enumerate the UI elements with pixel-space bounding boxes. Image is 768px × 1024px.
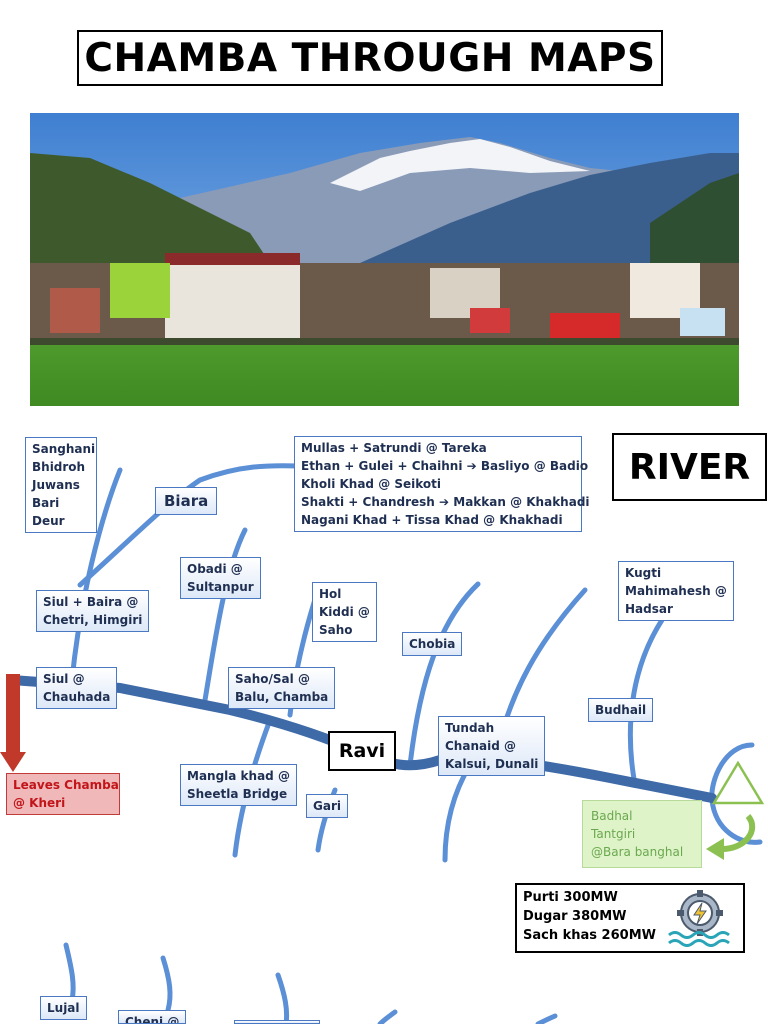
label-exit-kheri: Leaves Chamba @ Kheri [6, 773, 120, 815]
label-mangla: Mangla khad @ Sheetla Bridge [180, 764, 297, 806]
tributary-obadi [202, 527, 248, 703]
label-budhail: Budhail [588, 698, 654, 722]
triangle-peak-icon [711, 760, 765, 805]
curved-arrow-icon [706, 814, 756, 860]
label-gari: Gari [306, 794, 348, 818]
tributary-chobia [407, 581, 481, 768]
hydropower-gear-icon [668, 890, 730, 947]
hydro-project-sach-khas: Sach khas 260MW [523, 928, 656, 943]
label-tundah: Tundah Chanaid @ Kalsui, Dunali [438, 716, 546, 776]
tributary-lower-b [377, 1009, 398, 1024]
label-cheni: Cheni @ [118, 1010, 187, 1024]
hydro-project-dugar: Dugar 380MW [523, 909, 627, 924]
label-obadi: Obadi @ Sultanpur [180, 557, 261, 599]
label-siul: Siul @ Chauhada [36, 667, 118, 709]
tributary-tundah [442, 762, 473, 863]
label-sanghani-group: Sanghani Bhidroh Juwans Bari Deur [25, 437, 97, 533]
label-biara: Biara [155, 487, 218, 515]
tributary-biara [77, 463, 303, 588]
tributary-lower-a [275, 972, 290, 1024]
label-siul-baira: Siul + Baira @ Chetri, Himgiri [36, 590, 150, 632]
tributary-sanghani [69, 467, 123, 683]
tributary-lower-c [535, 1013, 558, 1024]
down-arrow-icon [0, 674, 26, 772]
label-saho: Saho/Sal @ Balu, Chamba [228, 667, 336, 709]
label-biara-tributaries: Mullas + Satrundi @ Tareka Ethan + Gulei… [294, 436, 590, 532]
label-partial-lower [234, 1020, 320, 1024]
label-ravi-river: Ravi [328, 731, 396, 771]
label-hol: Hol Kiddi @ Saho [312, 582, 377, 642]
page-title: CHAMBA THROUGH MAPS [77, 30, 663, 86]
label-badhal-source: Badhal Tantgiri @Bara banghal [582, 800, 702, 868]
hydro-projects-box: Purti 300MW Dugar 380MW Sach khas 260MW [515, 883, 745, 953]
label-chobia: Chobia [402, 632, 463, 656]
hydro-project-purti: Purti 300MW [523, 890, 618, 905]
label-lujal: Lujal [40, 996, 87, 1020]
river-heading: RIVER [612, 433, 767, 501]
chamba-landscape-photo [30, 113, 739, 406]
tributary-cheni [160, 955, 173, 1013]
label-kugti: Kugti Mahimahesh @ Hadsar [618, 561, 734, 621]
tributary-lujal [63, 942, 76, 1003]
